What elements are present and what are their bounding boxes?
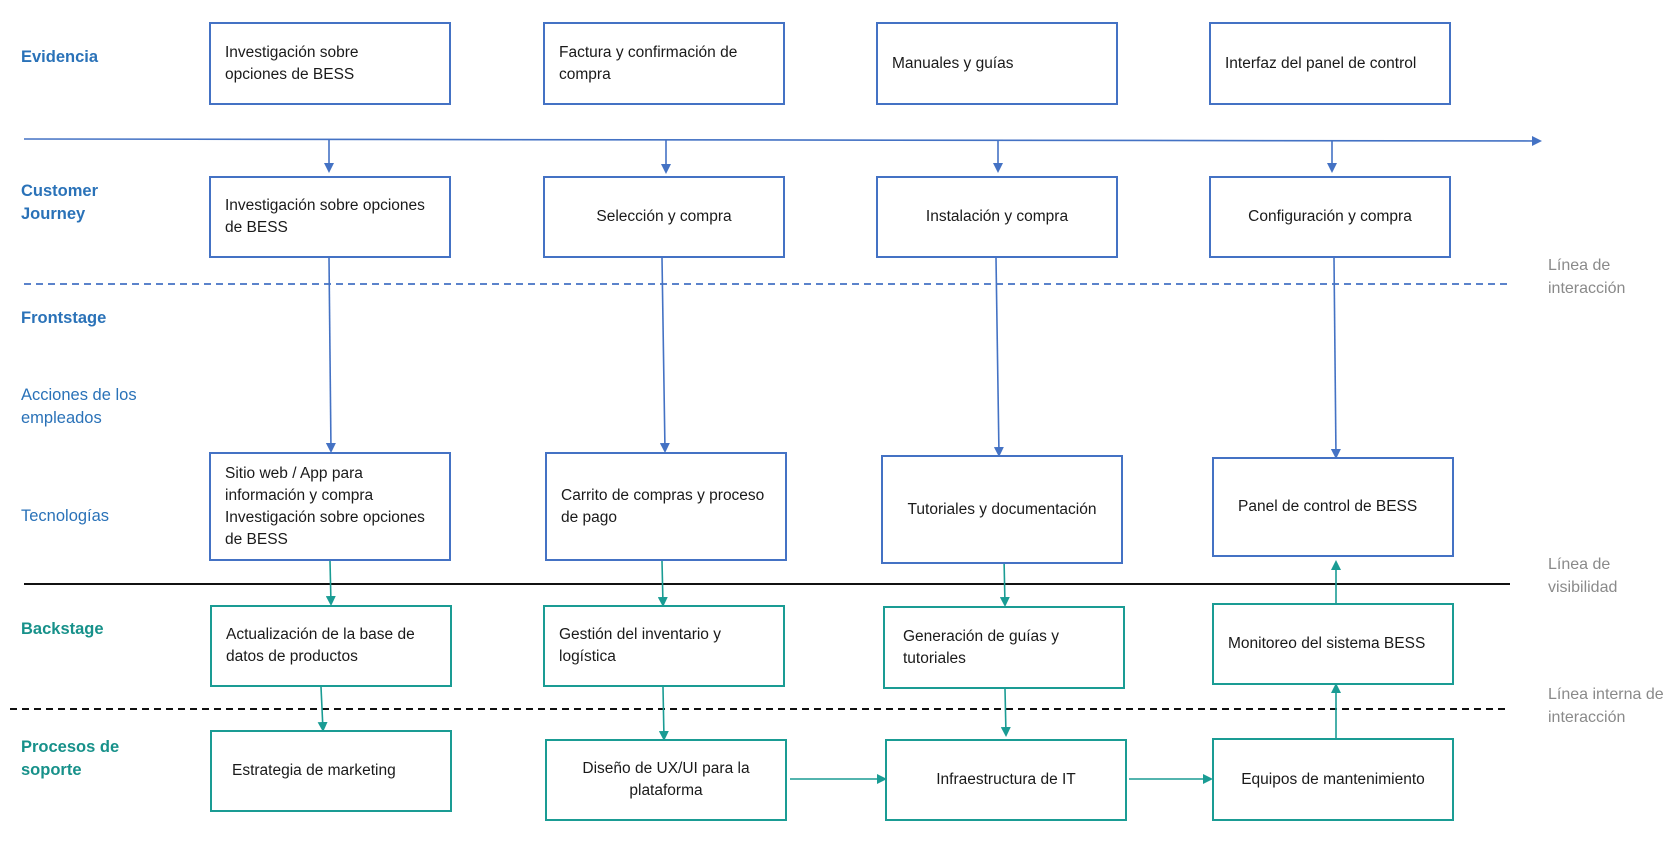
- evidencia-text-3: Manuales y guías: [892, 54, 1014, 72]
- evidencia-text-2: Factura y confirmación de compra: [559, 43, 738, 83]
- backstage-text-4: Monitoreo del sistema BESS: [1228, 635, 1426, 652]
- journey-text-3: Instalación y compra: [925, 208, 1069, 225]
- connector-journey-tech-2: [659, 257, 670, 453]
- backstage-text-3: Generación de guías y tutoriales: [903, 627, 1059, 667]
- note-linea-visibilidad: Línea de visibilidad: [1548, 556, 1618, 596]
- backstage-text-2: Gestión del inventario y logística: [559, 626, 721, 665]
- lane-acciones: Acciones de los empleados: [21, 386, 137, 427]
- support-box-2: Diseño de UX/UI para la plataforma: [545, 739, 787, 821]
- tech-text-3: Tutoriales y documentación: [907, 500, 1097, 518]
- evidencia-box-4: Interfaz del panel de control: [1209, 22, 1451, 105]
- lane-procesos: Procesos de soporte: [21, 738, 120, 779]
- journey-box-3: Instalación y compra: [876, 176, 1118, 258]
- connector-back-support-2: [658, 686, 669, 741]
- connector-back-support-1: [317, 686, 328, 732]
- tech-box-4: Panel de control de BESS: [1212, 457, 1454, 557]
- journey-box-1: Investigación sobre opciones de BESS: [209, 176, 451, 258]
- evidencia-box-1: Investigación sobre opciones de BESS: [209, 22, 451, 105]
- tech-box-3: Tutoriales y documentación: [881, 455, 1123, 564]
- evidencia-text-1: Investigación sobre opciones de BESS: [225, 43, 359, 83]
- timeline-arrow: [23, 135, 1542, 146]
- support-box-1: Estrategia de marketing: [210, 730, 452, 812]
- journey-box-2: Selección y compra: [543, 176, 785, 258]
- tech-text-4: Panel de control de BESS: [1238, 498, 1418, 515]
- backstage-box-1: Actualización de la base de datos de pro…: [210, 605, 452, 687]
- lane-customer-journey: Customer Journey: [21, 182, 99, 223]
- support-box-4: Equipos de mantenimiento: [1212, 738, 1454, 821]
- tech-text-2: Carrito de compras y proceso de pago: [561, 486, 765, 526]
- journey-text-4: Configuración y compra: [1248, 208, 1412, 225]
- backstage-box-3: Generación de guías y tutoriales: [883, 606, 1125, 689]
- connector-journey-tech-4: [1330, 257, 1341, 459]
- note-linea-interaccion: Línea de interacción: [1548, 257, 1626, 297]
- backstage-box-4: Monitoreo del sistema BESS: [1212, 603, 1454, 685]
- tech-text-1: Sitio web / App para información y compr…: [225, 464, 425, 548]
- connector-journey-tech-3: [993, 257, 1004, 457]
- connector-back-support-3: [1000, 688, 1011, 737]
- support-box-3: Infraestructura de IT: [885, 739, 1127, 821]
- note-linea-interna: Línea interna de interacción: [1548, 686, 1664, 726]
- journey-text-2: Selección y compra: [596, 208, 732, 225]
- backstage-box-2: Gestión del inventario y logística: [543, 605, 785, 687]
- support-text-4: Equipos de mantenimiento: [1241, 770, 1425, 788]
- journey-text-1: Investigación sobre opciones de BESS: [225, 197, 425, 236]
- connector-journey-tech-1: [325, 257, 336, 453]
- support-text-2: Diseño de UX/UI para la plataforma: [582, 760, 750, 799]
- tech-box-1: Sitio web / App para información y compr…: [209, 452, 451, 561]
- evidencia-box-3: Manuales y guías: [876, 22, 1118, 105]
- support-text-1: Estrategia de marketing: [232, 762, 396, 779]
- support-text-3: Infraestructura de IT: [936, 771, 1076, 788]
- tech-box-2: Carrito de compras y proceso de pago: [545, 452, 787, 561]
- connector-tech-back-1: [325, 560, 336, 606]
- connector-tech-back-3: [999, 557, 1010, 607]
- evidencia-box-2: Factura y confirmación de compra: [543, 22, 785, 105]
- lane-frontstage: Frontstage: [21, 309, 107, 327]
- lane-evidencia: Evidencia: [21, 48, 99, 66]
- journey-box-4: Configuración y compra: [1209, 176, 1451, 258]
- backstage-text-1: Actualización de la base de datos de pro…: [226, 626, 415, 665]
- evidencia-text-4: Interfaz del panel de control: [1225, 54, 1417, 72]
- connector-tech-back-2: [657, 560, 668, 607]
- lane-backstage: Backstage: [21, 620, 104, 638]
- lane-tecnologias: Tecnologías: [21, 507, 110, 525]
